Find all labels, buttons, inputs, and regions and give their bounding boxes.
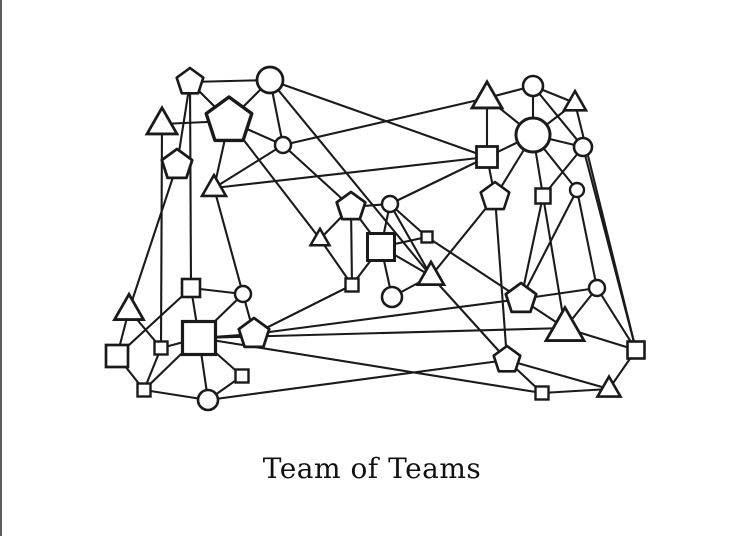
page-edge-line: [0, 0, 2, 536]
network-edge: [506, 358, 610, 391]
square-node: [180, 277, 202, 299]
square-node: [180, 319, 218, 357]
circle-node: [255, 65, 285, 95]
square-node: [344, 277, 360, 293]
square-node: [104, 343, 130, 369]
circle-node: [380, 285, 404, 309]
network-edge: [269, 79, 432, 277]
triangle-node: [144, 105, 180, 136]
circle-node: [572, 136, 594, 158]
square-node: [534, 385, 550, 401]
network-edge: [188, 81, 193, 289]
network-edge: [430, 275, 508, 361]
circle-node: [587, 278, 607, 298]
network-edge: [519, 195, 545, 300]
pentagon-node: [479, 180, 511, 211]
network-edge: [212, 187, 245, 295]
network-edge: [520, 189, 578, 300]
network-edge: [426, 236, 522, 300]
network-edge: [541, 195, 567, 329]
pentagon-node: [204, 95, 254, 143]
circle-node: [568, 181, 586, 199]
network-edge: [207, 358, 508, 402]
network-edge: [128, 164, 178, 311]
circle-node: [521, 74, 545, 98]
square-node: [534, 187, 552, 205]
triangle-node: [595, 373, 623, 398]
network-nodes: [104, 65, 646, 412]
network-edge: [430, 196, 496, 277]
circle-node: [380, 194, 400, 214]
triangle-node: [199, 172, 229, 198]
triangle-node: [561, 88, 589, 112]
network-edge: [282, 96, 488, 147]
square-node: [626, 340, 646, 360]
pentagon-node: [175, 66, 205, 95]
triangle-node: [308, 226, 332, 247]
triangle-node: [112, 291, 146, 321]
triangle-node: [469, 79, 505, 110]
circle-node: [514, 116, 552, 154]
network-edge: [581, 146, 638, 351]
square-node: [475, 145, 499, 169]
square-node: [136, 382, 152, 398]
diagram-caption: Team of Teams: [262, 452, 482, 485]
network-edge: [389, 156, 488, 205]
triangle-node: [415, 259, 447, 286]
network-edge: [575, 189, 599, 289]
pentagon-node: [160, 147, 194, 180]
network-edge: [541, 387, 610, 395]
square-node: [366, 232, 396, 262]
square-node: [420, 230, 434, 244]
network-edge: [269, 79, 488, 158]
network-edge: [213, 155, 488, 190]
square-node: [153, 340, 169, 356]
pentagon-node: [504, 281, 538, 314]
network-edge: [253, 297, 522, 336]
network-edge: [213, 144, 284, 189]
pentagon-node: [237, 316, 271, 349]
circle-node: [273, 135, 293, 155]
network-edge: [596, 287, 637, 351]
circle-node: [233, 284, 253, 304]
square-node: [234, 368, 250, 384]
network-edge: [493, 196, 509, 361]
circle-node: [196, 388, 220, 412]
triangle-node: [543, 304, 587, 342]
pentagon-node: [335, 190, 367, 221]
network-edge: [253, 284, 353, 335]
pentagon-node: [492, 344, 522, 373]
